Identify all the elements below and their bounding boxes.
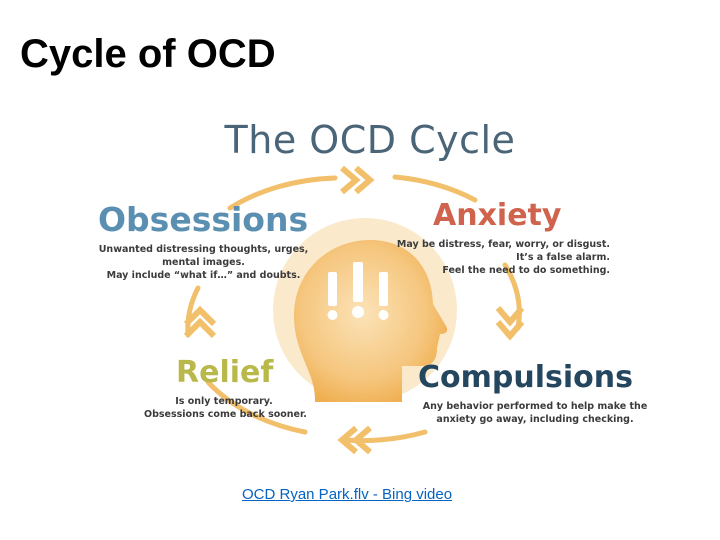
video-link[interactable]: OCD Ryan Park.flv - Bing video (242, 486, 453, 503)
relief-label: Relief (176, 355, 274, 390)
obsessions-label: Obsessions (98, 200, 309, 239)
compulsions-label: Compulsions (418, 360, 633, 395)
compulsions-description: Any behavior performed to help make the … (420, 400, 650, 426)
anxiety-line: It’s a false alarm. (516, 252, 610, 263)
anxiety-description: May be distress, fear, worry, or disgust… (385, 238, 610, 277)
double-chevron-icon-left (183, 305, 217, 339)
obsessions-line: mental images. (162, 257, 245, 268)
obsessions-line: May include “what if…” and doubts. (106, 270, 301, 281)
arc-top-left (227, 175, 338, 211)
anxiety-label: Anxiety (433, 198, 562, 233)
exclamation-icon (327, 262, 389, 320)
cycle-graphic (183, 165, 525, 455)
compulsions-line: anxiety go away, including checking. (436, 414, 634, 425)
double-chevron-icon-right (495, 306, 525, 341)
arc-bottom-left (205, 379, 308, 435)
relief-line: Obsessions come back sooner. (144, 409, 307, 420)
obsessions-description: Unwanted distressing thoughts, urges, me… (96, 243, 311, 282)
arc-top-right (392, 174, 478, 203)
anxiety-line: May be distress, fear, worry, or disgust… (396, 239, 610, 250)
slide-title: Cycle of OCD (20, 32, 276, 76)
double-chevron-icon-bottom (337, 425, 372, 455)
relief-line: Is only temporary. (175, 396, 273, 407)
anxiety-line: Feel the need to do something. (442, 265, 610, 276)
relief-description: Is only temporary. Obsessions come back … (144, 395, 307, 421)
diagram-title: The OCD Cycle (224, 118, 516, 162)
double-chevron-icon-top (340, 165, 375, 195)
obsessions-line: Unwanted distressing thoughts, urges, (98, 244, 309, 255)
compulsions-line: Any behavior performed to help make the (422, 401, 648, 412)
ocd-cycle-diagram: The OCD Cycle Obsessions Unwanted distre… (80, 110, 660, 465)
